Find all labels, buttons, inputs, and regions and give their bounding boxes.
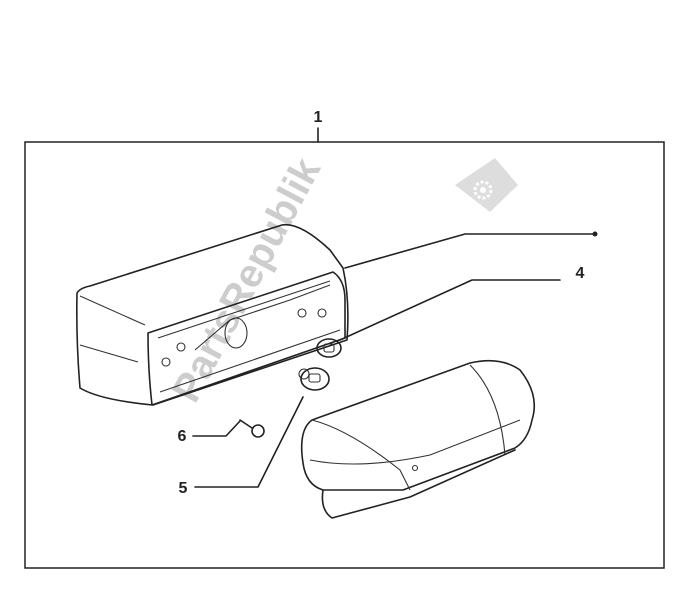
screw xyxy=(239,419,265,438)
diagram-frame xyxy=(24,141,665,569)
gear-icon xyxy=(455,158,518,212)
callout-4: 4 xyxy=(576,265,585,282)
bulb-large xyxy=(298,367,330,391)
leader-line-4 xyxy=(339,279,561,341)
leader-line-6 xyxy=(192,420,241,437)
leader-line-5 xyxy=(194,396,304,488)
callout-6: 6 xyxy=(178,428,187,445)
leader-line-unlabeled xyxy=(344,233,596,269)
leader-dot xyxy=(592,231,598,237)
bulb-small xyxy=(316,338,342,358)
callout-5: 5 xyxy=(179,480,188,497)
watermark: PartsRepublik xyxy=(164,150,329,409)
watermark-text: PartsRepublik xyxy=(164,150,329,409)
callout-1: 1 xyxy=(314,109,323,126)
tail-light-lens xyxy=(300,359,536,519)
